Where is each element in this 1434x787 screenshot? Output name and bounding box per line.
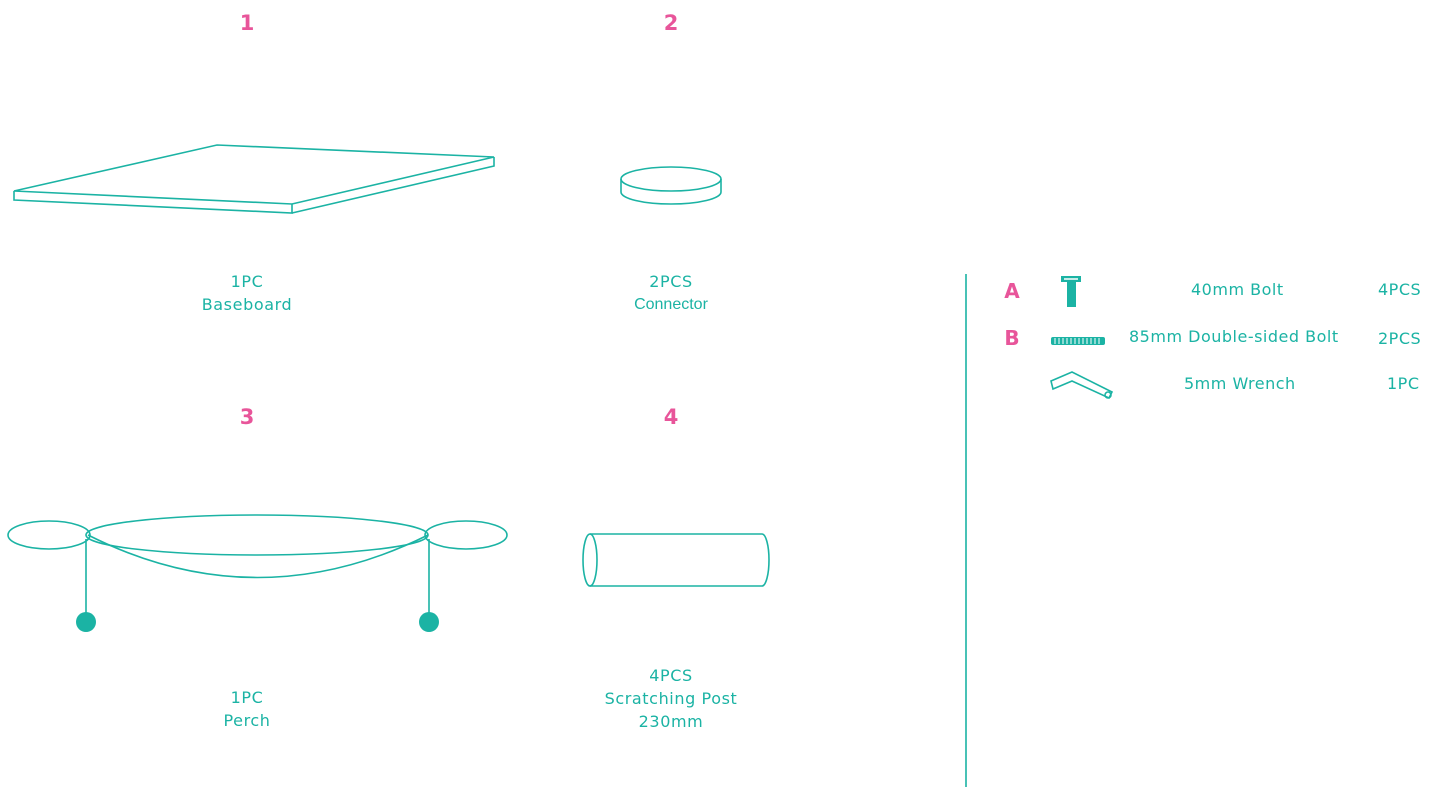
part-name: Perch: [223, 711, 271, 730]
connector-drawing: [620, 166, 722, 205]
hardware-qty-wrench: 1PC: [1387, 374, 1420, 393]
part-number-3: 3: [239, 405, 255, 429]
part-size: 230mm: [638, 712, 704, 731]
wrench-icon: [1050, 371, 1114, 400]
part-qty: 1PC: [230, 688, 264, 707]
part-number-1: 1: [239, 11, 255, 35]
part-name: Scratching Post: [604, 689, 738, 708]
part-number-4: 4: [663, 405, 679, 429]
part-caption-scratching-post: 4PCS Scratching Post 230mm: [551, 664, 791, 733]
baseboard-drawing: [13, 144, 495, 214]
double-sided-bolt-icon: [1051, 337, 1105, 345]
hardware-name-double-sided-bolt: 85mm Double-sided Bolt: [1129, 327, 1339, 346]
part-caption-perch: 1PC Perch: [127, 686, 367, 732]
part-qty: 4PCS: [649, 666, 693, 685]
part-qty: 2PCS: [649, 272, 693, 291]
part-name: Connector: [634, 296, 708, 313]
part-qty: 1PC: [230, 272, 264, 291]
hardware-letter-b: B: [1004, 326, 1020, 350]
hardware-letter-a: A: [1004, 279, 1020, 303]
scratching-post-drawing: [582, 533, 770, 587]
hardware-name-bolt: 40mm Bolt: [1191, 280, 1284, 299]
hardware-qty-bolt: 4PCS: [1378, 280, 1422, 299]
perch-drawing: [7, 514, 508, 632]
hardware-qty-double-sided-bolt: 2PCS: [1378, 329, 1422, 348]
part-caption-connector: 2PCS Connector: [551, 270, 791, 316]
part-name: Baseboard: [201, 295, 293, 314]
part-caption-baseboard: 1PC Baseboard: [127, 270, 367, 316]
hardware-name-wrench: 5mm Wrench: [1184, 374, 1296, 393]
part-number-2: 2: [663, 11, 679, 35]
bolt-icon: [1061, 276, 1081, 307]
